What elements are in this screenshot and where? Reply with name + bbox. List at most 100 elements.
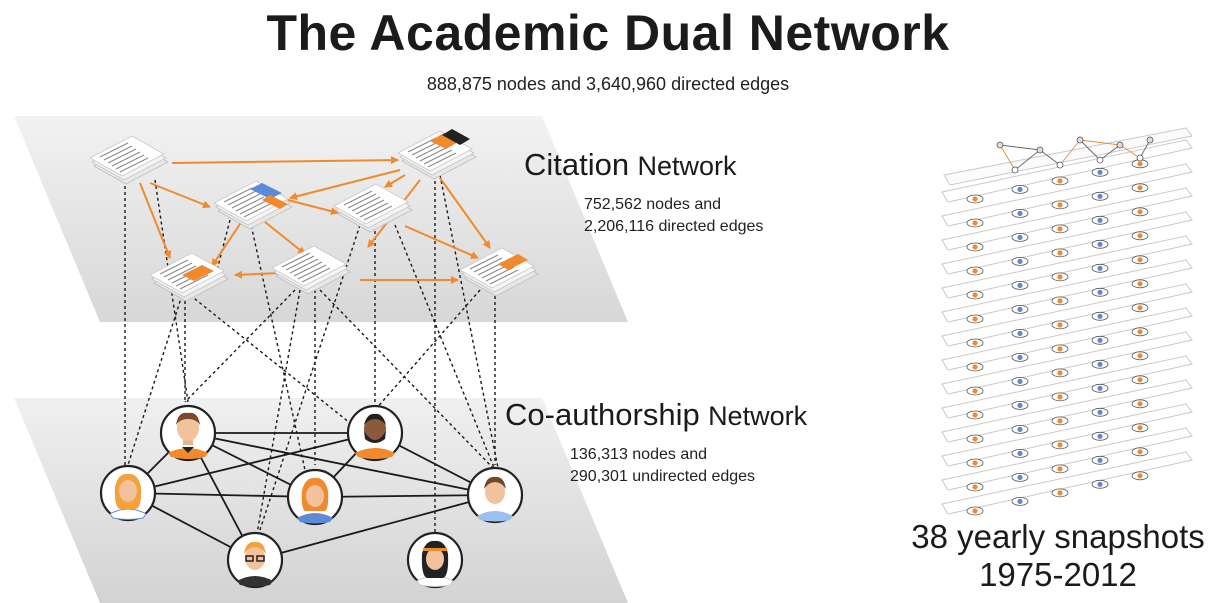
snapshot-author-dot	[1057, 490, 1063, 496]
snapshot-author-dot	[1097, 217, 1103, 223]
snapshot-author-dot	[1017, 258, 1023, 264]
snapshot-mini-node	[1076, 136, 1084, 144]
snapshot-author-dot	[1137, 449, 1143, 455]
snapshot-author-dot	[1057, 250, 1063, 256]
citation-stats-line1: 752,562 nodes and	[584, 196, 722, 213]
snapshot-mini-edge	[999, 144, 1041, 151]
snapshot-author-dot	[1097, 193, 1103, 199]
snapshot-author-dot	[972, 508, 978, 514]
snapshot-mini-edge	[1059, 139, 1081, 166]
citation-network-title: Citation Network	[524, 147, 736, 183]
snapshot-author-dot	[1017, 498, 1023, 504]
snapshot-author-dot	[1017, 474, 1023, 480]
authorship-links	[124, 174, 499, 546]
snapshot-author-dot	[1057, 394, 1063, 400]
snapshot-author-dot	[972, 460, 978, 466]
coauthorship-title-word1: Co-authorship	[505, 397, 700, 432]
snapshot-author-dot	[972, 316, 978, 322]
paper-node-highlight	[397, 129, 477, 180]
snapshot-author-dot	[1097, 409, 1103, 415]
snapshot-author-dot	[1137, 209, 1143, 215]
snapshot-author-dot	[1017, 330, 1023, 336]
snapshot-author-dot	[972, 292, 978, 298]
page-subtitle: 888,875 nodes and 3,640,960 directed edg…	[426, 74, 790, 94]
coauthorship-network-stats: 136,313 nodes and 290,301 undirected edg…	[570, 444, 755, 488]
snapshot-author-dot	[1057, 202, 1063, 208]
snapshot-author-dot	[1097, 385, 1103, 391]
coauthorship-stats-line2: 290,301 undirected edges	[570, 468, 756, 485]
snapshot-author-dot	[1017, 450, 1023, 456]
snapshot-author-dot	[972, 340, 978, 346]
snapshot-author-dot	[1017, 378, 1023, 384]
citation-stats-line2: 2,206,116 directed edges	[584, 218, 764, 235]
snapshot-top-sheet	[943, 127, 1193, 186]
snapshots-years: 1975-2012	[979, 556, 1137, 593]
snapshot-sheet	[941, 307, 1193, 372]
snapshots-caption: 38 yearly snapshots 1975-2012	[900, 518, 1216, 594]
citation-title-word1: Citation	[524, 147, 630, 182]
snapshot-author-dot	[1017, 354, 1023, 360]
snapshot-author-dot	[972, 268, 978, 274]
snapshot-mini-edge	[1039, 149, 1061, 166]
snapshot-author-dot	[1137, 425, 1143, 431]
snapshot-mini-edge	[1079, 139, 1121, 146]
snapshot-mini-node	[1056, 161, 1064, 169]
author-node	[346, 404, 404, 462]
snapshot-author-dot	[1057, 370, 1063, 376]
coauthorship-network-title: Co-authorship Network	[505, 397, 807, 433]
snapshot-author-dot	[1137, 257, 1143, 263]
snapshot-author-dot	[1097, 169, 1103, 175]
snapshot-author-dot	[1137, 377, 1143, 383]
author-node	[406, 531, 464, 589]
snapshot-author-dot	[1017, 234, 1023, 240]
snapshot-mini-edge	[1079, 139, 1101, 161]
snapshot-sheet	[941, 187, 1193, 252]
snapshot-author-dot	[1137, 281, 1143, 287]
paper-node-highlight	[149, 252, 229, 302]
snapshot-mini-edge	[1014, 149, 1041, 171]
author-node	[226, 531, 284, 589]
snapshot-sheet	[941, 259, 1193, 324]
snapshot-author-dot	[1057, 226, 1063, 232]
snapshot-author-dot	[1017, 186, 1023, 192]
snapshot-author-dot	[1137, 353, 1143, 359]
snapshot-sheet	[941, 211, 1193, 276]
snapshot-sheet	[941, 427, 1193, 492]
snapshot-author-dot	[1057, 274, 1063, 280]
snapshot-mini-edge	[1139, 139, 1151, 159]
snapshot-author-dot	[1097, 433, 1103, 439]
author-node	[99, 464, 157, 522]
snapshot-author-dot	[972, 388, 978, 394]
snapshot-mini-node	[1116, 141, 1124, 149]
coauthorship-stats-line1: 136,313 nodes and	[570, 446, 708, 463]
snapshot-author-dot	[1017, 306, 1023, 312]
snapshot-author-dot	[1097, 481, 1103, 487]
page-title: The Academic Dual Network	[266, 5, 950, 61]
snapshot-author-dot	[1097, 457, 1103, 463]
snapshot-author-dot	[1057, 442, 1063, 448]
snapshot-author-dot	[1137, 329, 1143, 335]
snapshot-sheet	[941, 139, 1193, 204]
snapshot-mini-edge	[1099, 144, 1121, 161]
snapshot-sheet	[941, 451, 1193, 516]
snapshot-author-dot	[972, 220, 978, 226]
snapshot-sheet	[941, 403, 1193, 468]
snapshot-mini-edge	[999, 144, 1016, 171]
snapshot-sheet	[941, 379, 1193, 444]
coauthorship-title-word2: Network	[708, 401, 808, 431]
snapshot-author-dot	[1057, 346, 1063, 352]
snapshot-sheet	[941, 331, 1193, 396]
snapshot-author-dot	[1137, 185, 1143, 191]
paper-node-highlight	[213, 180, 293, 230]
snapshot-mini-node	[1096, 156, 1104, 164]
snapshot-author-dot	[1057, 322, 1063, 328]
snapshot-mini-node	[1036, 146, 1044, 154]
snapshot-mini-node	[1011, 166, 1019, 174]
snapshot-author-dot	[1017, 282, 1023, 288]
snapshot-author-dot	[1017, 210, 1023, 216]
snapshot-author-dot	[1097, 289, 1103, 295]
snapshot-mini-node	[996, 141, 1004, 149]
snapshot-author-dot	[972, 244, 978, 250]
snapshot-author-dot	[972, 436, 978, 442]
